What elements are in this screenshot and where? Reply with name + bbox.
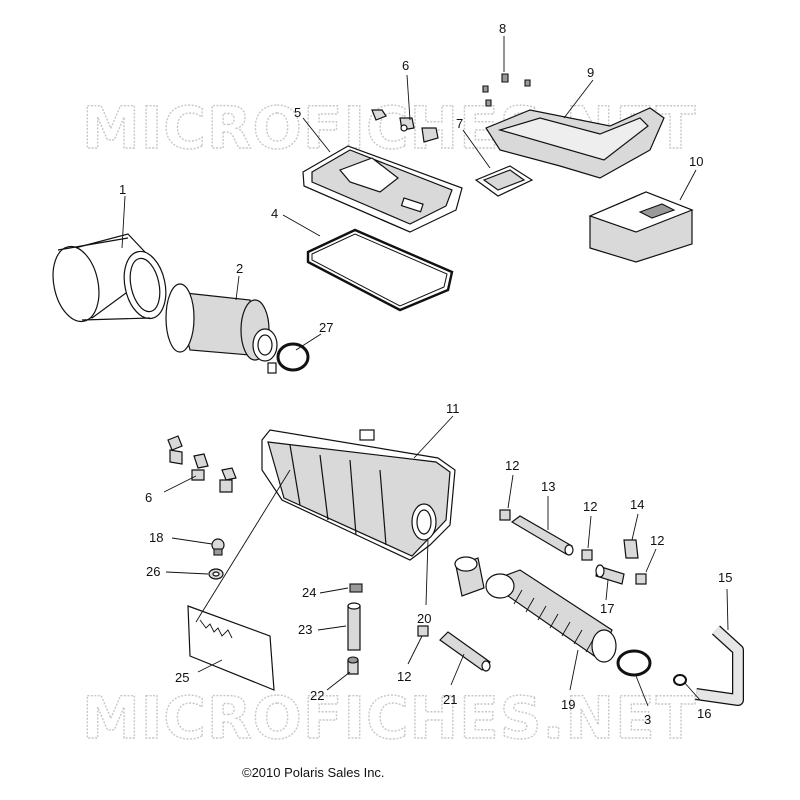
callout-10: 10: [689, 154, 703, 169]
part-6-fittings-top: [371, 109, 439, 143]
part-1-prefilter: [52, 233, 167, 323]
callout-27: 27: [319, 320, 333, 335]
part-10-foam-block: [588, 191, 694, 263]
part-18-push-pin: [211, 538, 225, 556]
callout-13: 13: [541, 479, 555, 494]
callout-19: 19: [561, 697, 575, 712]
callout-12-a: 12: [505, 458, 519, 473]
callout-8: 8: [499, 21, 506, 36]
part-23-tube: [347, 602, 361, 651]
part-20-coupler: [454, 556, 485, 597]
callout-12-b: 12: [583, 499, 597, 514]
callout-4: 4: [271, 206, 278, 221]
part-3-clamp: [616, 649, 652, 677]
callout-11: 11: [446, 401, 460, 416]
callout-24: 24: [302, 585, 316, 600]
part-22-valve: [347, 656, 359, 675]
part-14-bracket: [623, 539, 639, 559]
callout-6-top: 6: [402, 58, 409, 73]
callout-9: 9: [587, 65, 594, 80]
callout-3: 3: [644, 712, 651, 727]
callout-17: 17: [600, 601, 614, 616]
part-13-tube: [510, 515, 574, 556]
callout-21: 21: [443, 692, 457, 707]
callout-18: 18: [149, 530, 163, 545]
part-4-gasket: [306, 228, 454, 312]
callout-6-lower: 6: [145, 490, 152, 505]
callout-22: 22: [310, 688, 324, 703]
part-21-tube: [439, 631, 491, 672]
part-24-clamp: [349, 583, 363, 593]
copyright-notice: ©2010 Polaris Sales Inc.: [242, 765, 385, 780]
callout-12-d: 12: [397, 669, 411, 684]
part-8-screws: [482, 73, 531, 107]
part-2-air-filter: [165, 283, 278, 362]
part-9-duct: [485, 107, 665, 179]
part-5-cover: [302, 145, 463, 233]
watermark-bottom: MICROFICHES.NET: [82, 684, 696, 752]
part-15-hose: [695, 625, 744, 706]
part-25-sheet: [187, 605, 275, 691]
callout-2: 2: [236, 261, 243, 276]
part-17-valve: [595, 564, 625, 585]
callouts: 1 2 27 4 5 6 8 9 7 10 11 6 18 26 25 24 2…: [119, 21, 732, 727]
callout-25: 25: [175, 670, 189, 685]
callout-1: 1: [119, 182, 126, 197]
part-7-plate: [474, 165, 534, 197]
callout-14: 14: [630, 497, 644, 512]
callout-15: 15: [718, 570, 732, 585]
part-6-clips-lower: [167, 435, 237, 493]
part-11-airbox: [261, 429, 456, 561]
callout-23: 23: [298, 622, 312, 637]
callout-5: 5: [294, 105, 301, 120]
leader-lines: [121, 36, 729, 707]
part-27-clamp: [267, 342, 310, 374]
part-12-caps: [417, 509, 647, 637]
callout-12-c: 12: [650, 533, 664, 548]
part-16-clip: [673, 674, 687, 686]
part-26-washer: [208, 568, 224, 580]
part-19-boot: [485, 569, 617, 663]
callout-26: 26: [146, 564, 160, 579]
callout-16: 16: [697, 706, 711, 721]
callout-20: 20: [417, 611, 431, 626]
callout-7: 7: [456, 116, 463, 131]
